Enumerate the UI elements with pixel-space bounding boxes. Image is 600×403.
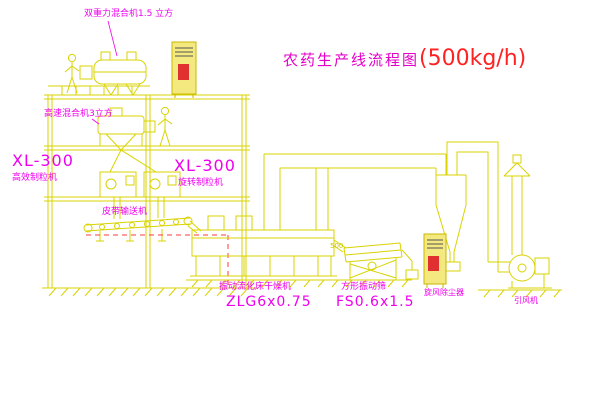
top-mixer-unit: [79, 51, 147, 96]
label-high-speed-mixer: 高速混合机3立方: [44, 109, 113, 119]
label-top-mixer: 双重力混合机1.5 立方: [84, 9, 174, 19]
title-capacity: (500kg/h): [419, 46, 527, 71]
fan-duct: [446, 141, 552, 289]
label-dimension: 500: [330, 242, 344, 250]
label-cyclone: 旋风除尘器: [424, 288, 464, 297]
label-leader-lines: [91, 20, 118, 125]
control-cabinet-top: [171, 41, 197, 98]
label-granulator-right-name: 旋转制粒机: [178, 178, 224, 188]
ground-hatch: [42, 279, 562, 298]
belt-conveyor-unit: [83, 216, 202, 242]
worker-figure: [64, 53, 80, 94]
label-sieve-model: FS0.6x1.5: [336, 294, 415, 310]
label-dryer-model: ZLG6x0.75: [226, 294, 312, 310]
fluid-bed-dryer-unit: [190, 215, 337, 277]
worker-figure: [157, 106, 173, 147]
label-granulator-left-model: XL-300: [12, 151, 74, 170]
vibrating-sieve-unit: [333, 239, 419, 280]
exhaust-stack: [503, 154, 531, 255]
high-speed-mixer-unit: [97, 107, 156, 151]
label-sieve-name: 方形振动筛: [341, 282, 387, 292]
label-fan: 引风机: [514, 296, 538, 305]
exhaust-duct: [263, 153, 447, 230]
label-belt-conveyor: 皮带输送机: [102, 207, 148, 217]
granulator-units: [99, 149, 181, 219]
label-granulator-right-model: XL-300: [174, 156, 236, 175]
layout-dashed-line: [86, 234, 229, 287]
label-granulator-left-name: 高效制粒机: [12, 173, 58, 183]
label-dryer-name: 振动流化床干燥机: [219, 282, 292, 292]
title-text: 农药生产线流程图: [283, 51, 420, 69]
diagram-title: 农药生产线流程图(500kg/h): [283, 46, 526, 71]
control-cabinet-bottom: [423, 233, 447, 288]
